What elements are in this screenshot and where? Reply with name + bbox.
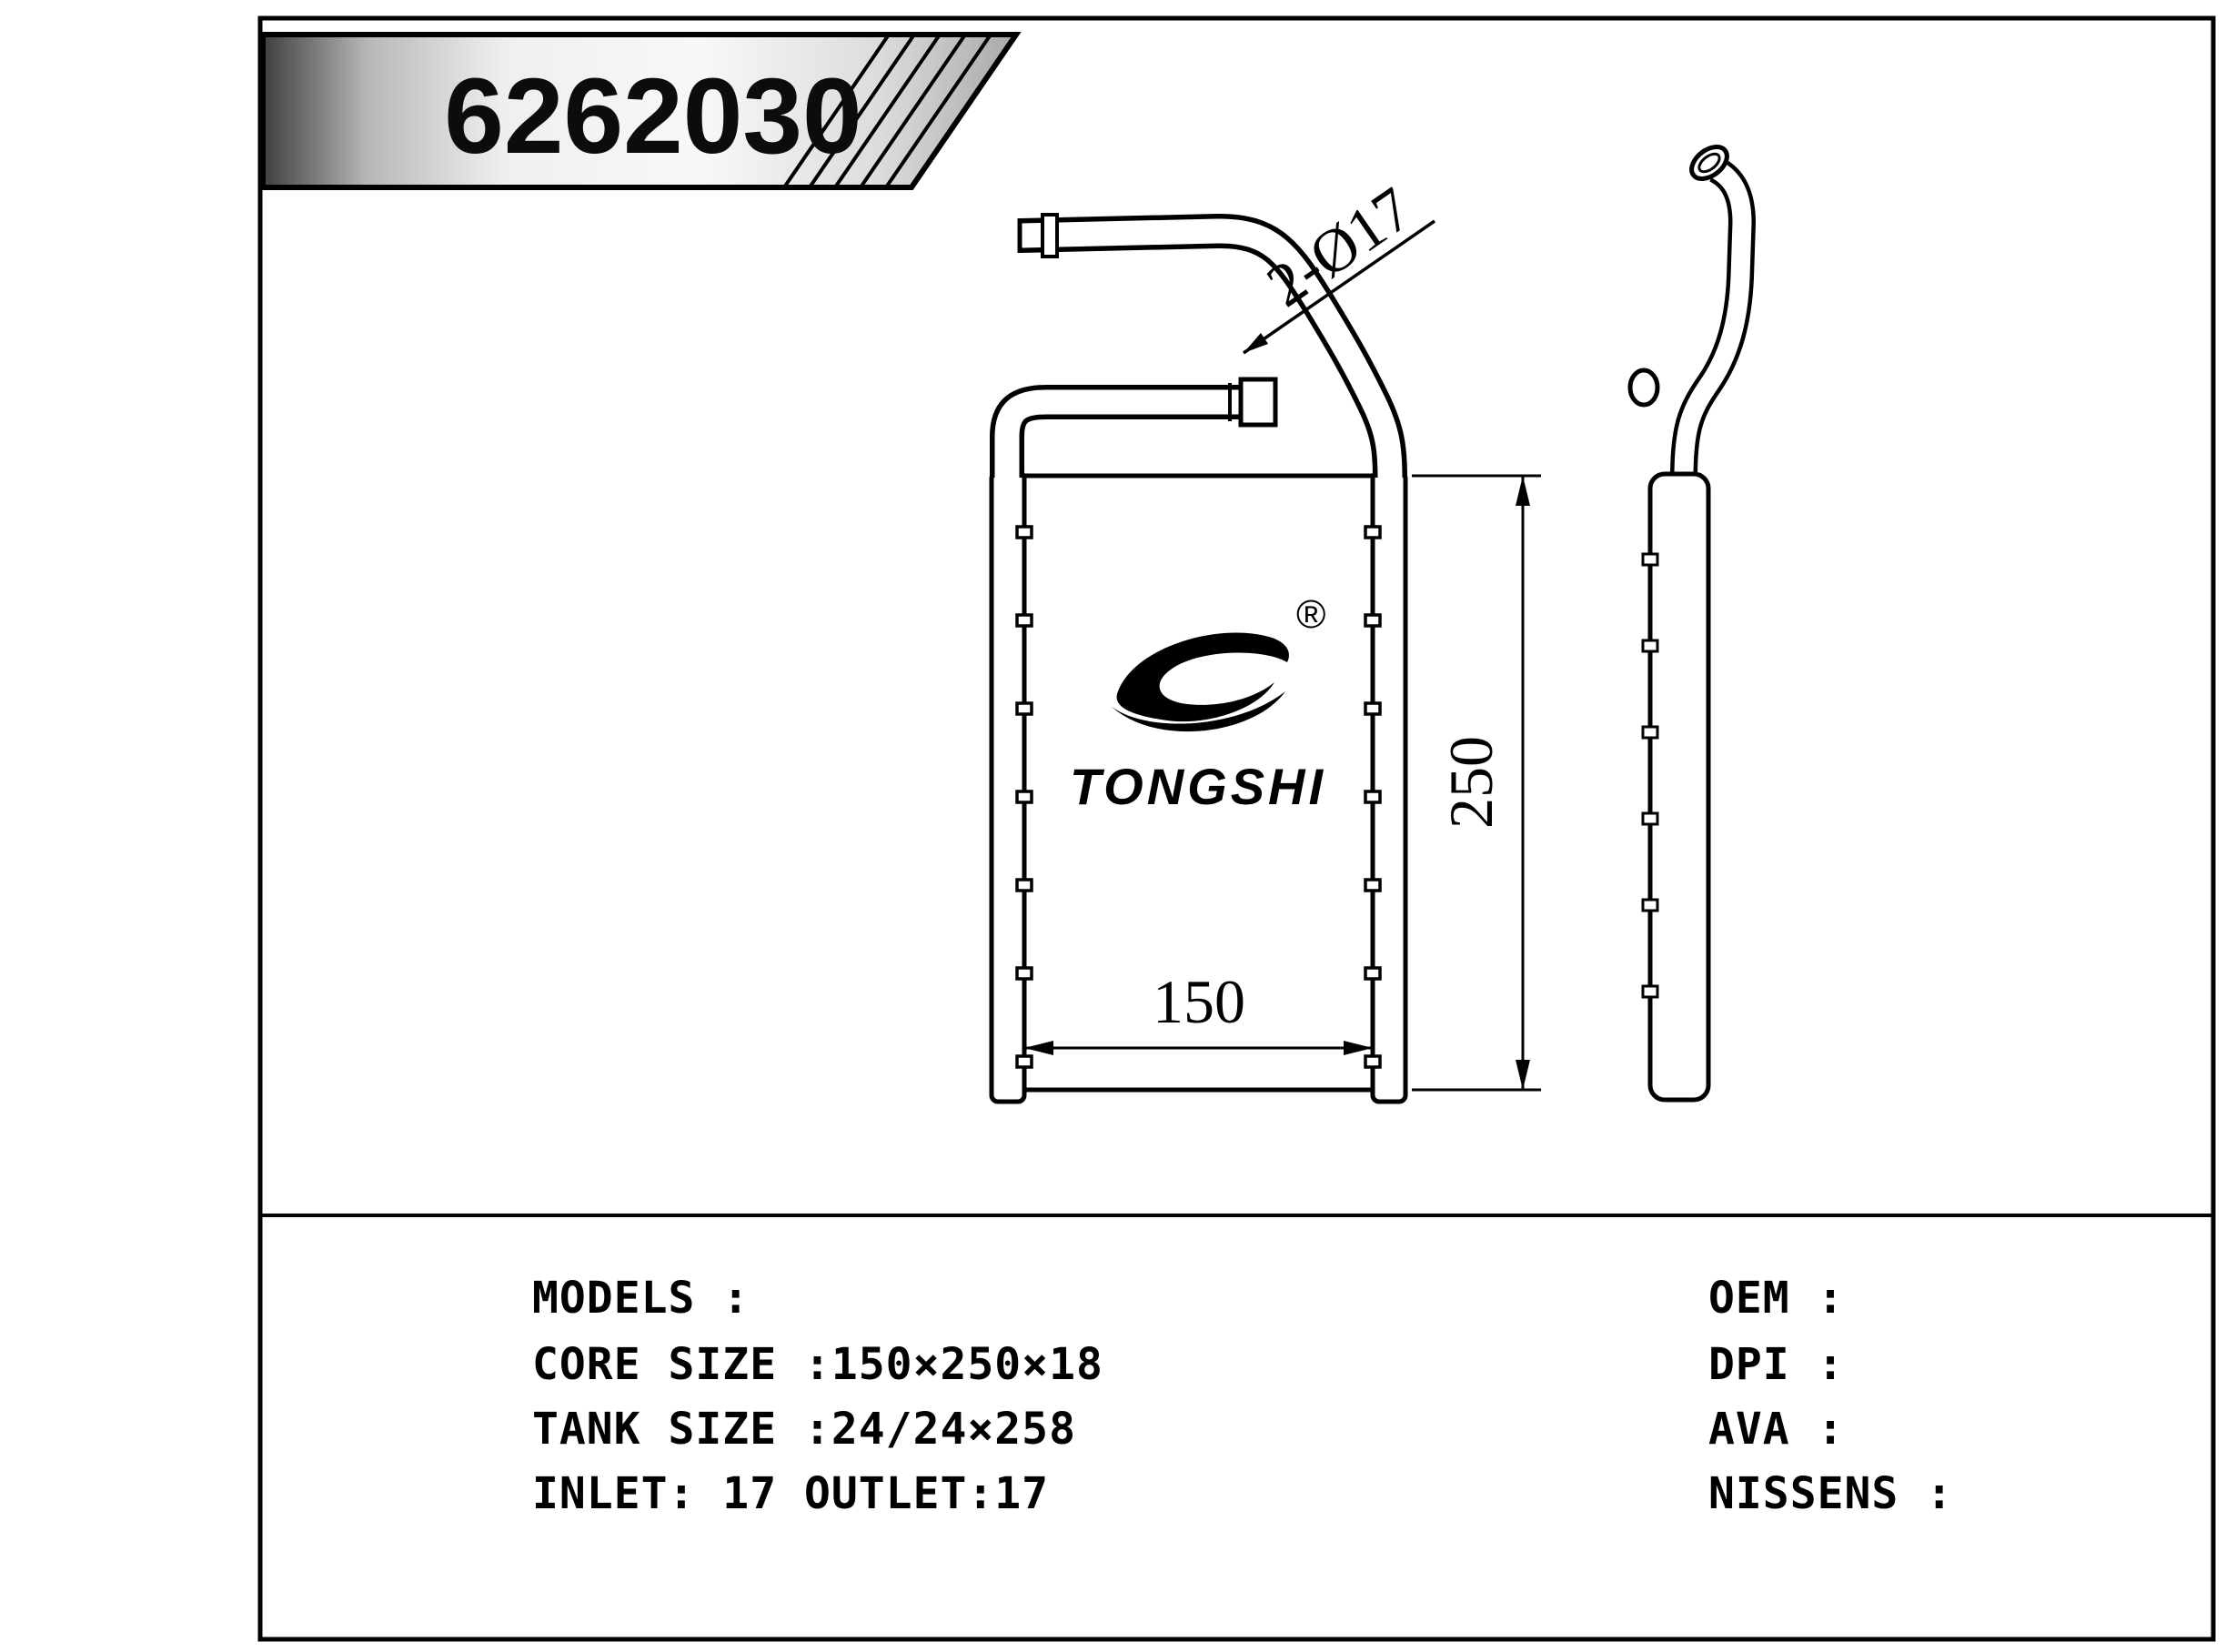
- side-pipe-stub: [1627, 368, 1660, 408]
- dim-height-label: 250: [1436, 736, 1506, 829]
- inlet-pipe: [1017, 213, 1407, 478]
- spec-row-tank-size: TANK SIZE :24/24×258: [532, 1404, 1076, 1455]
- left-tank-notches: [1015, 525, 1033, 1069]
- callout-arrowhead: [1244, 333, 1268, 353]
- spec-row-oem: OEM :: [1708, 1273, 1845, 1324]
- dim-width: 150: [1024, 967, 1373, 1055]
- side-view-notches: [1641, 552, 1659, 999]
- heater-core-side-view: [1627, 145, 1757, 1103]
- spec-row-core-size: CORE SIZE :150×250×18: [532, 1339, 1103, 1390]
- outlet-pipe-flange: [1238, 377, 1278, 428]
- logo-swoosh-tail: [1111, 691, 1285, 732]
- core-left-tank: [989, 469, 1027, 1104]
- logo-registered-mark: ®: [1296, 592, 1325, 637]
- spec-row-nissens: NISSENS :: [1708, 1468, 1953, 1519]
- spec-table: MODELS : CORE SIZE :150×250×18 TANK SIZE…: [532, 1273, 1953, 1519]
- right-tank-notches: [1364, 525, 1382, 1069]
- spec-row-models: MODELS :: [532, 1273, 750, 1324]
- logo-swoosh: [1116, 632, 1289, 722]
- part-number: 6262030: [444, 56, 861, 176]
- core-right-tank: [1370, 469, 1408, 1104]
- banner-hatch-lines: [782, 33, 992, 189]
- heater-core-front-view: ® TONGSHI: [989, 213, 1408, 1104]
- dim-width-label: 150: [1153, 967, 1245, 1036]
- drawing-frame: [257, 15, 2216, 1642]
- outlet-pipe: [990, 377, 1278, 478]
- logo-brand-text: TONGSHI: [1070, 758, 1326, 815]
- spec-row-inlet-outlet: INLET: 17 OUTLET:17: [532, 1468, 1049, 1519]
- tongshi-logo: ® TONGSHI: [1070, 592, 1326, 815]
- banner-ribbon: [260, 32, 1022, 190]
- side-view-body: [1647, 471, 1711, 1103]
- dim-height: 250: [1412, 474, 1541, 1092]
- spec-row-dpi: DPI :: [1708, 1339, 1845, 1390]
- part-number-banner: 6262030: [260, 32, 1022, 190]
- inlet-pipe-collar: [1041, 213, 1059, 258]
- spec-row-ava: AVA :: [1708, 1404, 1845, 1455]
